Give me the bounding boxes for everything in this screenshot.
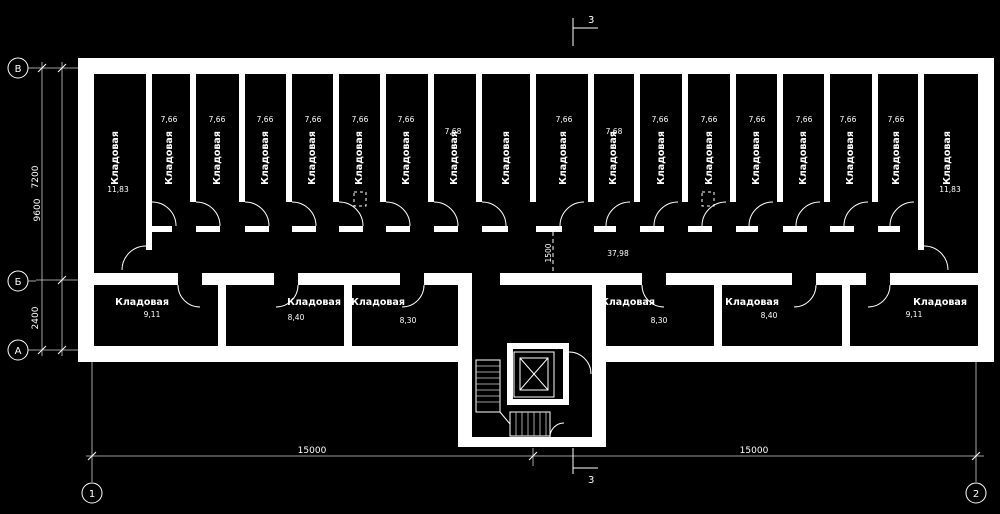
- dim-left-lower: 2400: [31, 306, 41, 329]
- upper-room-label: Кладовая: [260, 131, 271, 185]
- upper-room-area: 7,66: [556, 115, 573, 124]
- upper-room-area: 11,83: [939, 185, 961, 194]
- floor-marks: [353, 191, 715, 273]
- section-mark-top: 3: [588, 15, 594, 26]
- lower-room-area: 8,30: [400, 316, 417, 325]
- axis-row-a: А: [15, 346, 22, 357]
- upper-room-area: 7,66: [305, 115, 322, 124]
- upper-room-area: 7,66: [257, 115, 274, 124]
- axis-row-markers: В Б А: [7, 57, 36, 361]
- axis-col-1: 1: [89, 489, 95, 500]
- section-marks: 3 3: [572, 15, 598, 486]
- upper-room-label: Кладовая: [110, 131, 121, 185]
- upper-room-area: 7,68: [445, 127, 462, 136]
- upper-room-label: Кладовая: [798, 131, 809, 185]
- lower-room-label: Кладовая: [115, 297, 169, 308]
- elevator-label: 400 KL: [521, 342, 548, 351]
- corridor-width-label: 1500: [544, 243, 553, 262]
- upper-room-label: Кладовая: [558, 131, 569, 185]
- lower-room-area: 8,40: [288, 313, 305, 322]
- axis-col-2: 2: [973, 489, 979, 500]
- upper-room-label: Кладовая: [942, 131, 953, 185]
- upper-room-label: Кладовая: [501, 131, 512, 185]
- upper-room-label: Кладовая: [656, 131, 667, 185]
- upper-room-label: Кладовая: [164, 131, 175, 185]
- stairs: [475, 359, 551, 437]
- upper-room-label: Кладовая: [307, 131, 318, 185]
- upper-room-label: Кладовая: [608, 131, 619, 185]
- lower-rooms: Кладовая 9,11 Кладовая 8,40 Кладовая 8,3…: [115, 297, 967, 325]
- upper-room-label: Кладовая: [751, 131, 762, 185]
- axis-row-b: Б: [15, 277, 22, 288]
- upper-room-area: 7,66: [749, 115, 766, 124]
- lower-room-area: 8,40: [761, 311, 778, 320]
- bottom-dimensions: 15000 15000 1 2: [81, 362, 987, 504]
- corridor-area-label: 37,98: [607, 249, 629, 258]
- dim-left-outer: 9600: [33, 198, 43, 221]
- lower-room-label: Кладовая: [287, 297, 341, 308]
- upper-room-area: 7,66: [352, 115, 369, 124]
- door-swings: [121, 201, 949, 438]
- upper-rooms: Кладовая 11,83 Кладовая 7,66 Кладовая 7,…: [107, 115, 961, 194]
- upper-room-area: 7,68: [606, 127, 623, 136]
- upper-room-area: 7,66: [161, 115, 178, 124]
- left-dimensions: 9600 7200 2400: [31, 62, 94, 356]
- upper-room-label: Кладовая: [704, 131, 715, 185]
- lower-room-label: Кладовая: [601, 297, 655, 308]
- upper-room-label: Кладовая: [845, 131, 856, 185]
- walls: [78, 58, 994, 447]
- upper-room-label: Кладовая: [401, 131, 412, 185]
- upper-room-area: 7,66: [398, 115, 415, 124]
- lower-room-area: 9,11: [906, 310, 923, 319]
- dim-bottom-left: 15000: [298, 446, 327, 456]
- dim-bottom-right: 15000: [740, 446, 769, 456]
- lower-room-area: 8,30: [651, 316, 668, 325]
- lower-room-area: 9,11: [144, 310, 161, 319]
- lower-room-label: Кладовая: [913, 297, 967, 308]
- upper-room-label: Кладовая: [891, 131, 902, 185]
- upper-room-label: Кладовая: [449, 131, 460, 185]
- axis-row-v: В: [15, 64, 22, 75]
- section-mark-bottom: 3: [588, 475, 594, 486]
- upper-room-area: 11,83: [107, 185, 129, 194]
- lower-room-label: Кладовая: [725, 297, 779, 308]
- upper-room-label: Кладовая: [354, 131, 365, 185]
- upper-room-area: 7,66: [701, 115, 718, 124]
- upper-room-label: Кладовая: [212, 131, 223, 185]
- upper-room-area: 7,66: [209, 115, 226, 124]
- upper-room-area: 7,66: [796, 115, 813, 124]
- upper-room-area: 7,66: [840, 115, 857, 124]
- dim-left-upper: 7200: [31, 165, 41, 188]
- lower-room-label: Кладовая: [351, 297, 405, 308]
- upper-room-area: 7,66: [888, 115, 905, 124]
- upper-room-area: 7,66: [652, 115, 669, 124]
